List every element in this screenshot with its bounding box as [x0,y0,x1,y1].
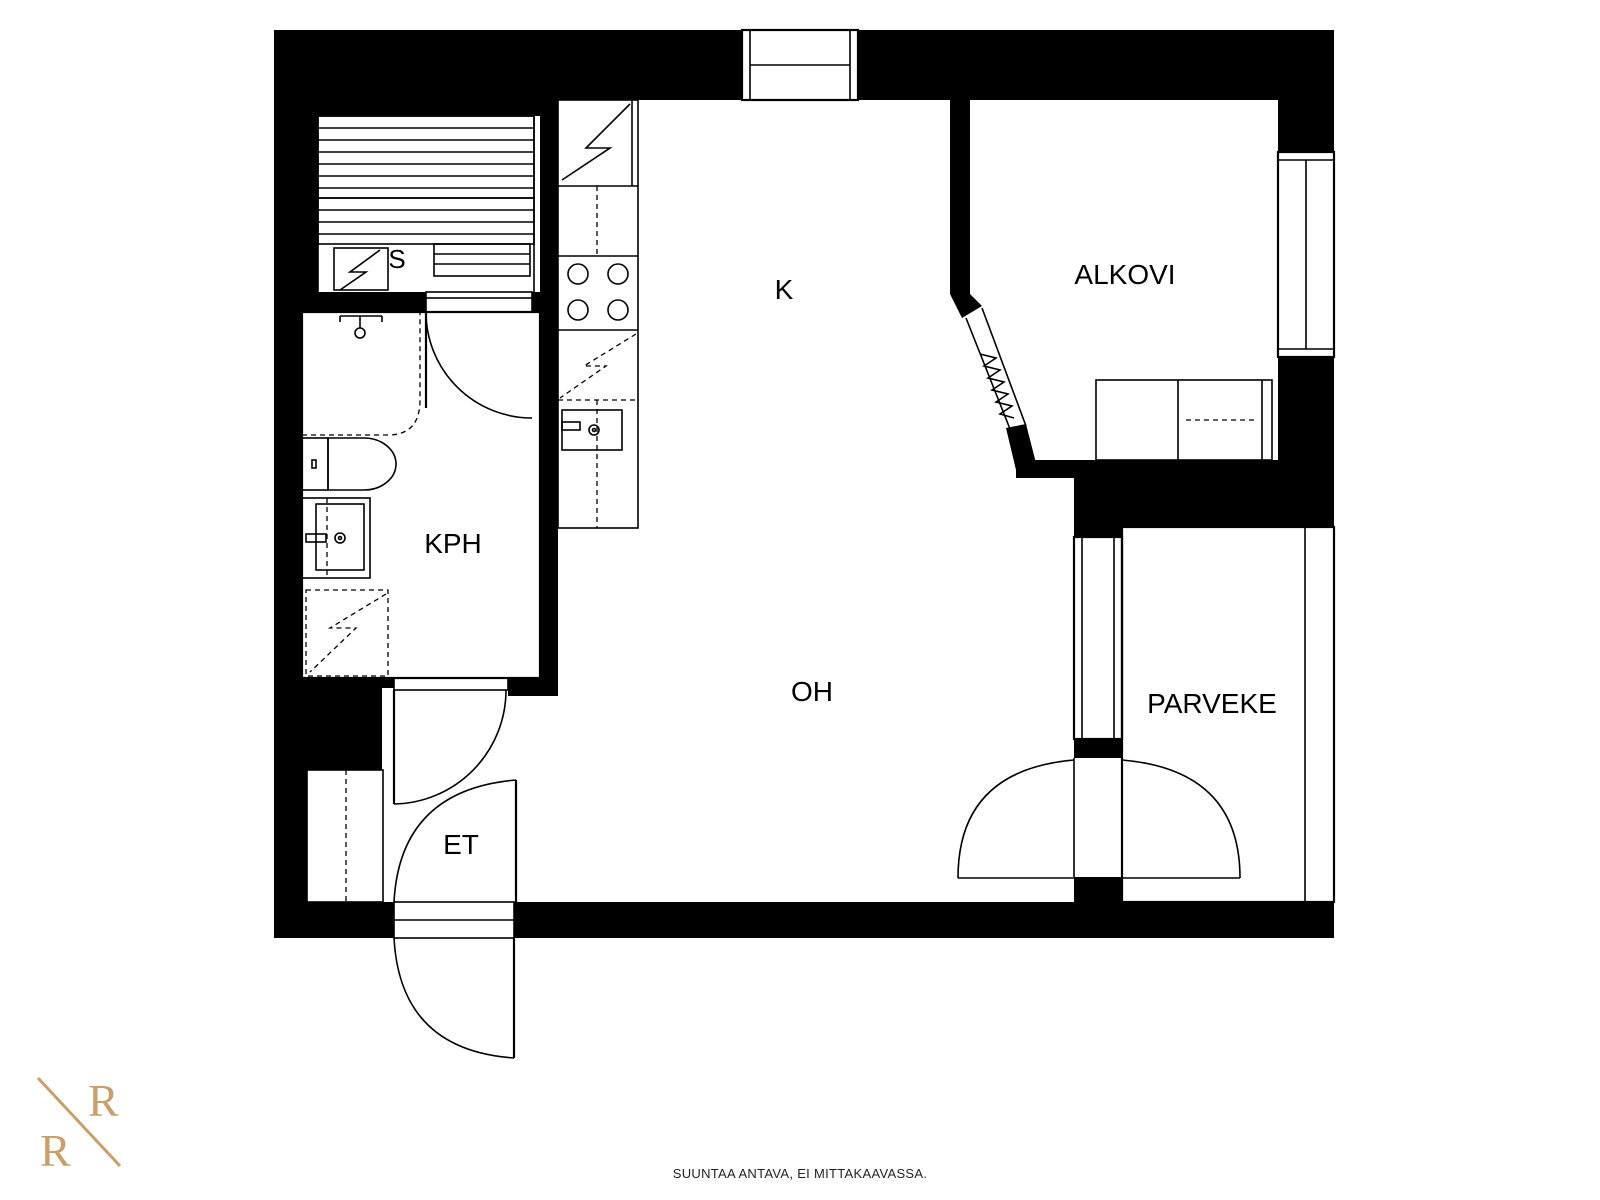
entrance-door [393,901,516,1059]
room-label-entry: ET [443,829,479,860]
balcony-outline [1120,525,1336,904]
alcove-window [1276,150,1336,359]
room-label-sauna: S [388,244,405,274]
balcony-door-left [957,758,1123,879]
bathroom-heater-icon [305,589,389,677]
company-logo: R R [36,1075,122,1176]
toilet-icon [301,437,397,491]
dishwasher-icon [559,333,637,399]
balcony-window [1072,535,1124,741]
top-window [740,28,860,102]
sauna-stove-icon [333,247,389,291]
sauna-bench [317,115,535,299]
bathroom-door [392,677,509,805]
exterior-walls [274,30,1334,938]
svg-text:R: R [40,1125,71,1176]
kitchen-counter [557,99,639,529]
disclaimer-note: SUUNTAA ANTAVA, EI MITTAKAAVASSA. [672,1166,928,1181]
wardrobe [1095,379,1273,461]
alcove-opening [965,307,1027,435]
interior-walls [302,100,1278,902]
bathroom-sink-icon [301,497,371,579]
room-label-alcove: ALKOVI [1074,259,1175,290]
room-label-bathroom: KPH [424,528,482,559]
entry-inner-door [393,779,518,903]
stove-icon [567,263,629,321]
room-label-living-room: OH [791,676,833,707]
svg-text:R: R [88,1075,119,1126]
shower-icon [339,315,383,339]
room-label-balcony: PARVEKE [1147,688,1277,719]
fridge-icon [561,103,631,181]
kitchen-sink-icon [561,409,623,451]
room-label-kitchen: K [775,274,794,305]
entry-closet [306,769,384,903]
balcony-door-right [1121,759,1241,879]
